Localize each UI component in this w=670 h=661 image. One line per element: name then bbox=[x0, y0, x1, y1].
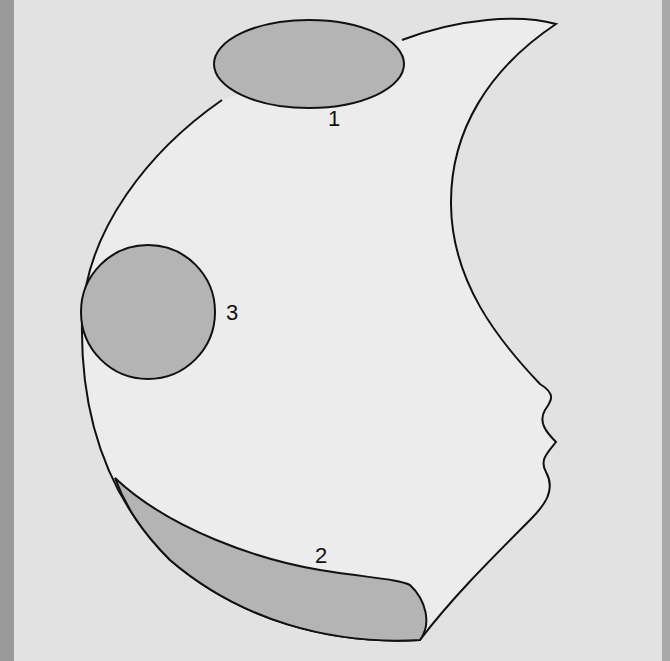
shaded-region bbox=[214, 20, 404, 108]
page-edge bbox=[0, 0, 14, 661]
shaded-region bbox=[81, 245, 215, 379]
shaded-region bbox=[115, 478, 426, 641]
callout-number: 1 bbox=[328, 108, 340, 130]
page-edge bbox=[662, 0, 670, 661]
callout-number: 3 bbox=[226, 302, 238, 324]
callout-number: 2 bbox=[315, 545, 327, 567]
head-outline bbox=[82, 19, 556, 641]
